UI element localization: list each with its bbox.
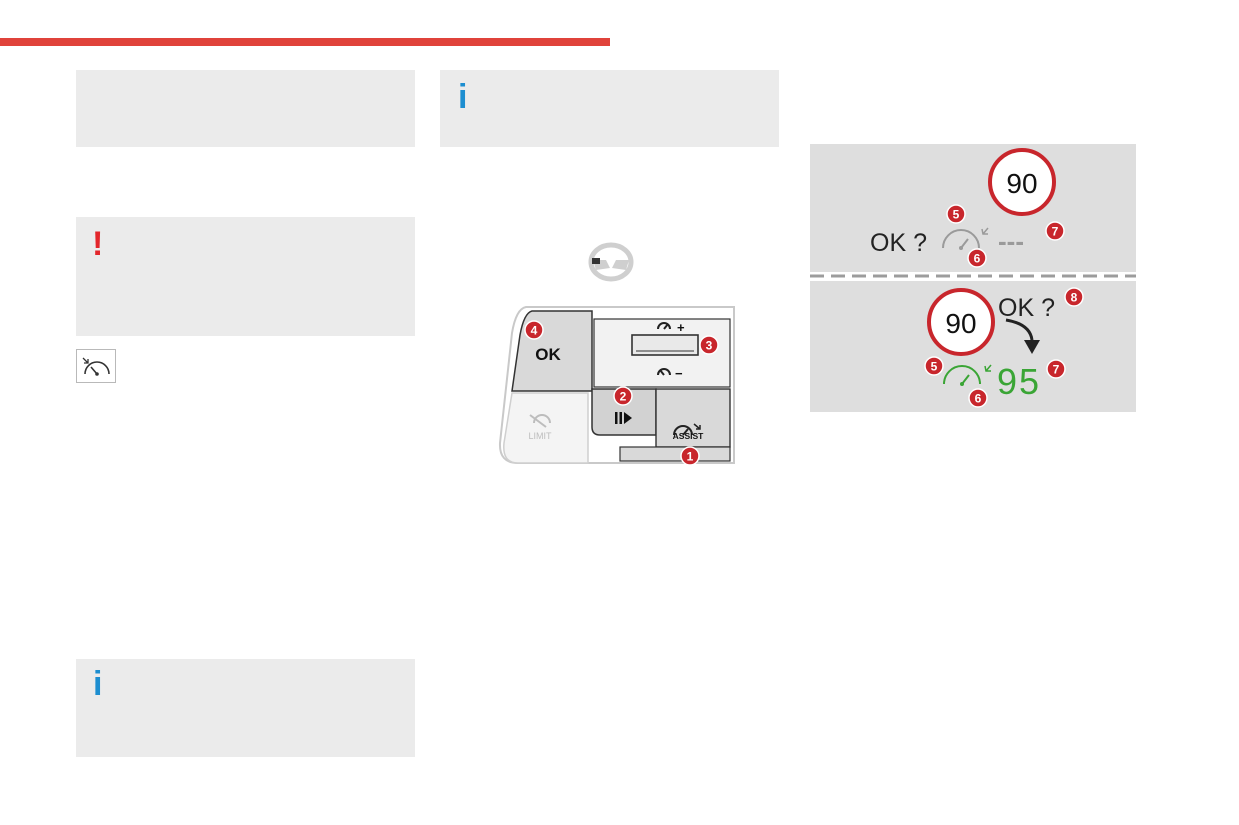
top-display: 90 OK ? --- 5 6 7 bbox=[870, 148, 1065, 268]
callout-7: 7 bbox=[1046, 359, 1066, 379]
svg-text:2: 2 bbox=[620, 390, 627, 404]
svg-text:5: 5 bbox=[931, 360, 938, 374]
info-icon: i bbox=[458, 78, 468, 116]
steering-wheel-icon bbox=[588, 242, 634, 282]
svg-text:1: 1 bbox=[687, 450, 694, 464]
svg-text:7: 7 bbox=[1052, 225, 1059, 239]
note-box-top-left bbox=[76, 70, 415, 147]
callout-3: 3 bbox=[699, 335, 719, 355]
callout-5: 5 bbox=[946, 204, 966, 224]
cruise-control-switch-panel: OK LIMIT ASSIST + − 1 2 3 4 bbox=[498, 306, 735, 466]
callout-5: 5 bbox=[924, 356, 944, 376]
plus-label: + bbox=[677, 320, 685, 335]
speed-increase-icon bbox=[657, 322, 671, 330]
svg-text:5: 5 bbox=[953, 208, 960, 222]
header-accent-bar bbox=[0, 38, 610, 46]
minus-label: − bbox=[675, 366, 683, 381]
gauge-icon bbox=[942, 229, 980, 249]
arrow-down-icon bbox=[1005, 318, 1034, 341]
limit-label: LIMIT bbox=[528, 431, 552, 441]
speed-sign-icon bbox=[988, 148, 1056, 216]
warning-box: ! bbox=[76, 217, 415, 336]
svg-text:6: 6 bbox=[974, 252, 981, 266]
speed-sign-value: 90 bbox=[945, 308, 976, 339]
speed-limit-gauge-icon bbox=[82, 357, 110, 376]
speed-sign-icon bbox=[927, 288, 995, 356]
speed-decrease-icon bbox=[657, 368, 671, 376]
current-speed-value: 95 bbox=[997, 361, 1041, 402]
ok-prompt: OK ? bbox=[870, 229, 927, 257]
info-box-top-middle: i bbox=[440, 70, 779, 147]
warning-icon: ! bbox=[92, 225, 104, 263]
bottom-display: 90 OK ? 95 5 6 7 8 bbox=[924, 287, 1084, 408]
callout-6: 6 bbox=[968, 388, 988, 408]
svg-text:8: 8 bbox=[1071, 291, 1078, 305]
assist-label: ASSIST bbox=[673, 431, 705, 441]
svg-text:4: 4 bbox=[531, 324, 538, 338]
info-icon: i bbox=[93, 665, 103, 703]
svg-text:3: 3 bbox=[706, 339, 713, 353]
ok-prompt: OK ? bbox=[998, 294, 1055, 322]
callout-2: 2 bbox=[613, 386, 633, 406]
pause-resume-icon bbox=[615, 412, 618, 424]
svg-text:7: 7 bbox=[1053, 363, 1060, 377]
gauge-icon bbox=[943, 365, 981, 385]
callout-1: 1 bbox=[680, 446, 700, 466]
callout-8: 8 bbox=[1064, 287, 1084, 307]
speed-limit-recognition-display: 90 OK ? --- 5 6 7 90 OK ? 95 bbox=[810, 144, 1136, 412]
callout-6: 6 bbox=[967, 248, 987, 268]
info-box-bottom-left: i bbox=[76, 659, 415, 757]
speed-value-placeholder: --- bbox=[998, 226, 1024, 256]
assist-gauge-icon bbox=[673, 425, 693, 436]
speed-sign-value: 90 bbox=[1006, 168, 1037, 199]
callout-7: 7 bbox=[1045, 221, 1065, 241]
svg-text:6: 6 bbox=[975, 392, 982, 406]
callout-4: 4 bbox=[524, 320, 544, 340]
ok-button-label: OK bbox=[535, 345, 561, 364]
limit-gauge-icon bbox=[533, 414, 551, 424]
speed-limit-indicator-icon bbox=[76, 349, 116, 383]
